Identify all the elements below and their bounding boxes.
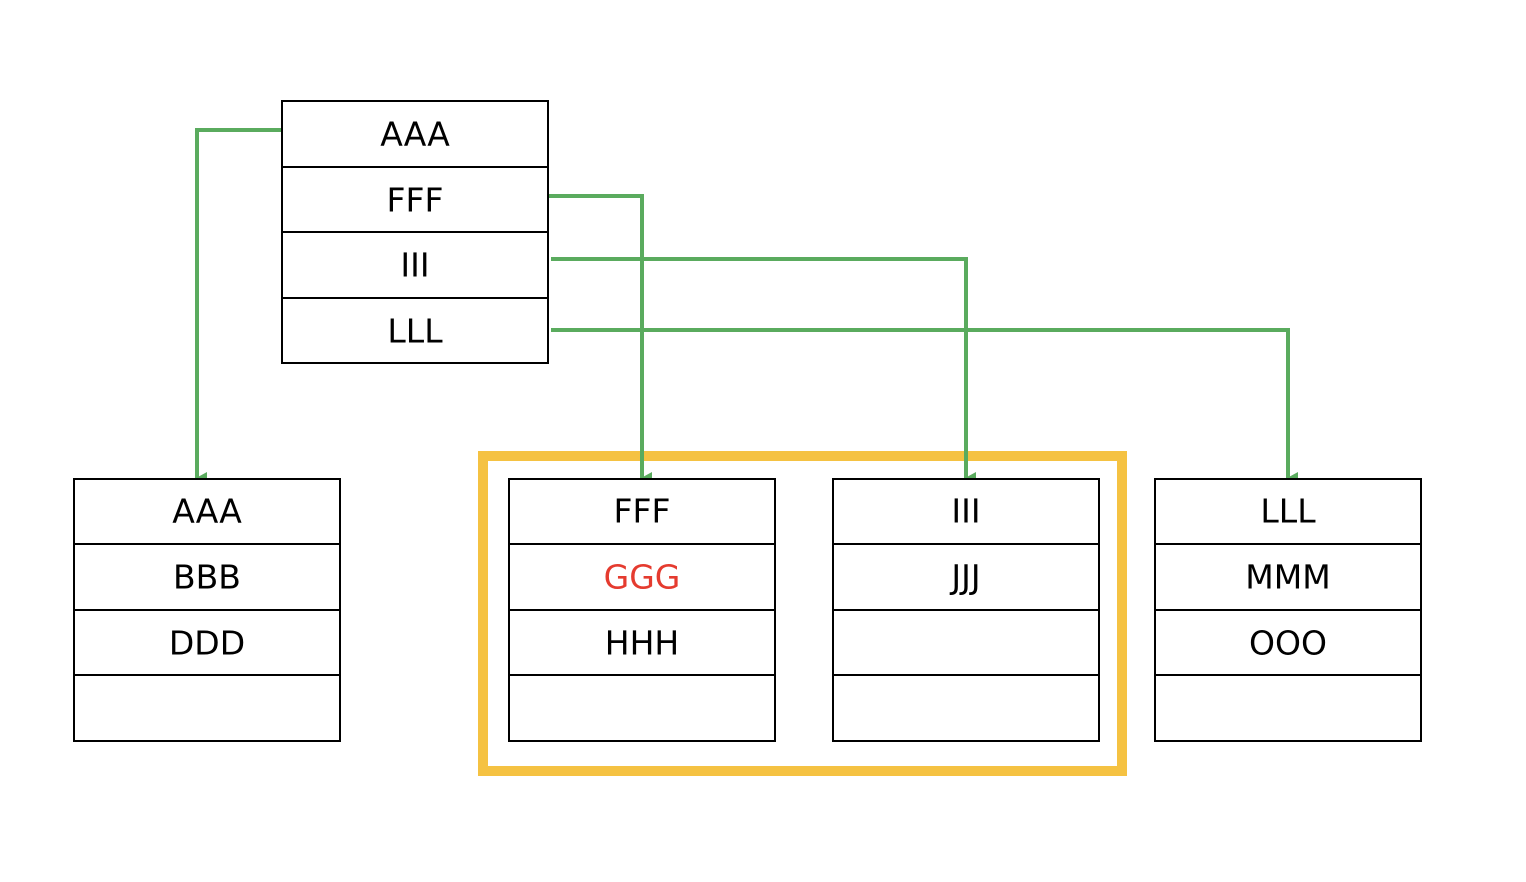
- root-key-label: FFF: [387, 181, 444, 220]
- root-key-cell: [281, 231, 549, 299]
- child-key-label: AAA: [172, 492, 242, 531]
- child-key-cell: [1154, 674, 1422, 742]
- child-key-label: OOO: [1249, 624, 1327, 663]
- root-key-label: LLL: [387, 312, 443, 351]
- child-key-label: BBB: [173, 558, 241, 597]
- child-key-cell: [832, 609, 1100, 676]
- child-key-cell: [73, 674, 341, 742]
- child-key-cell: [832, 543, 1100, 611]
- root-key-cell: [281, 297, 549, 364]
- child-key-cell: [1154, 543, 1422, 611]
- child-key-label: DDD: [169, 624, 245, 663]
- child-key-cell: [832, 674, 1100, 742]
- connector-lll: [551, 328, 1298, 484]
- child-key-cell: [508, 478, 776, 545]
- connector-fff: [548, 194, 652, 484]
- root-node: AAA FFF III LLL: [281, 100, 549, 364]
- root-key-cell: [281, 100, 549, 168]
- child-key-label: III: [951, 492, 980, 531]
- connector-aaa: [195, 128, 284, 484]
- child-key-cell: [1154, 478, 1422, 545]
- highlighted-key-label: GGG: [604, 558, 681, 597]
- child-node-iii: III JJJ: [832, 478, 1100, 742]
- highlight-frame: [478, 451, 1127, 776]
- child-key-cell: [832, 478, 1100, 545]
- child-key-cell: [508, 609, 776, 676]
- connector-iii: [551, 257, 976, 484]
- child-key-cell: [73, 609, 341, 676]
- child-key-cell: [73, 543, 341, 611]
- child-key-cell: [73, 478, 341, 545]
- child-key-label: MMM: [1245, 558, 1330, 597]
- child-node-fff: FFF GGG HHH: [508, 478, 776, 742]
- root-key-label: AAA: [380, 115, 450, 154]
- root-key-label: III: [400, 246, 429, 285]
- child-key-label: HHH: [605, 624, 679, 663]
- child-node-lll: LLL MMM OOO: [1154, 478, 1422, 742]
- child-key-label: FFF: [614, 492, 671, 531]
- child-key-label: LLL: [1260, 492, 1316, 531]
- child-key-cell: [508, 674, 776, 742]
- child-key-label: JJJ: [949, 558, 980, 597]
- child-node-aaa: AAA BBB DDD: [73, 478, 341, 742]
- child-key-cell: [508, 543, 776, 611]
- connectors: [195, 128, 1298, 484]
